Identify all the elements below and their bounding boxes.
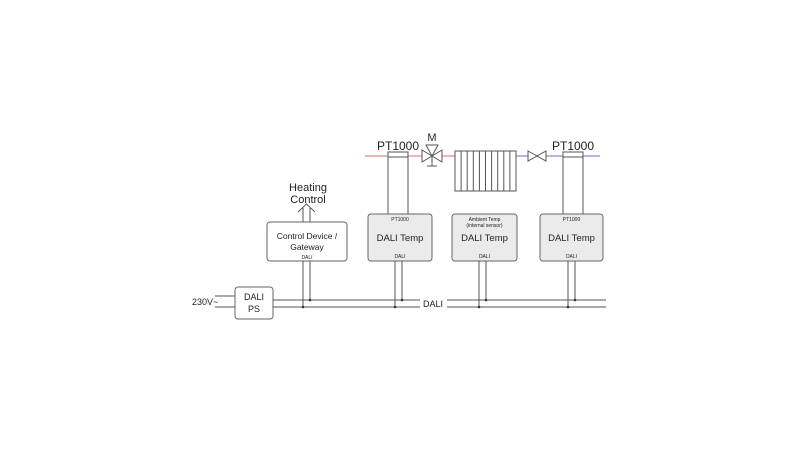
control-device-port: DALI bbox=[301, 255, 312, 261]
valve-motor-label: M bbox=[427, 132, 436, 144]
psu-line1: DALI bbox=[244, 292, 264, 302]
sensor-port: DALI bbox=[394, 254, 405, 260]
mains-input-wires bbox=[215, 295, 235, 308]
psu-line2: PS bbox=[248, 304, 260, 314]
sensor-port: DALI bbox=[479, 254, 490, 260]
control-device-line1: Control Device / bbox=[277, 231, 338, 241]
pt1000-label-left: PT1000 bbox=[377, 139, 419, 153]
bus-label: DALI bbox=[423, 299, 443, 309]
heating-control-arrow-icon bbox=[297, 203, 316, 222]
sensor-top-label: Ambient Temp bbox=[469, 217, 501, 223]
sensor-port: DALI bbox=[566, 254, 577, 260]
dali-temp-box-3: PT1000 DALI Temp DALI bbox=[539, 213, 604, 262]
heating-control-line1: Heating bbox=[289, 182, 327, 194]
bus-junctions bbox=[301, 298, 577, 309]
heating-control-line2: Control bbox=[290, 194, 325, 206]
sensor-sub-label: (internal sensor) bbox=[466, 223, 502, 229]
sensor-title: DALI Temp bbox=[548, 233, 595, 244]
sensor-top-label: PT1000 bbox=[563, 217, 581, 223]
radiator-icon bbox=[454, 150, 517, 192]
dali-temp-box-1: PT1000 DALI Temp DALI bbox=[367, 213, 433, 262]
valve-icon bbox=[527, 150, 547, 162]
sensor-title: DALI Temp bbox=[461, 233, 508, 244]
pt1000-label-right: PT1000 bbox=[552, 139, 594, 153]
dali-temp-box-2: Ambient Temp (internal sensor) DALI Temp… bbox=[451, 213, 518, 262]
control-device-box: Control Device / Gateway DALI bbox=[266, 221, 348, 262]
sensor-title: DALI Temp bbox=[377, 233, 424, 244]
pt1000-probe-left bbox=[387, 151, 409, 215]
control-device-line2: Gateway bbox=[290, 242, 324, 252]
sensor-top-label: PT1000 bbox=[391, 217, 409, 223]
motor-valve-icon bbox=[421, 144, 443, 167]
pt1000-probe-right bbox=[562, 151, 584, 215]
mains-input-label: 230V~ bbox=[192, 297, 218, 307]
dali-power-supply-box: DALI PS bbox=[234, 286, 274, 320]
